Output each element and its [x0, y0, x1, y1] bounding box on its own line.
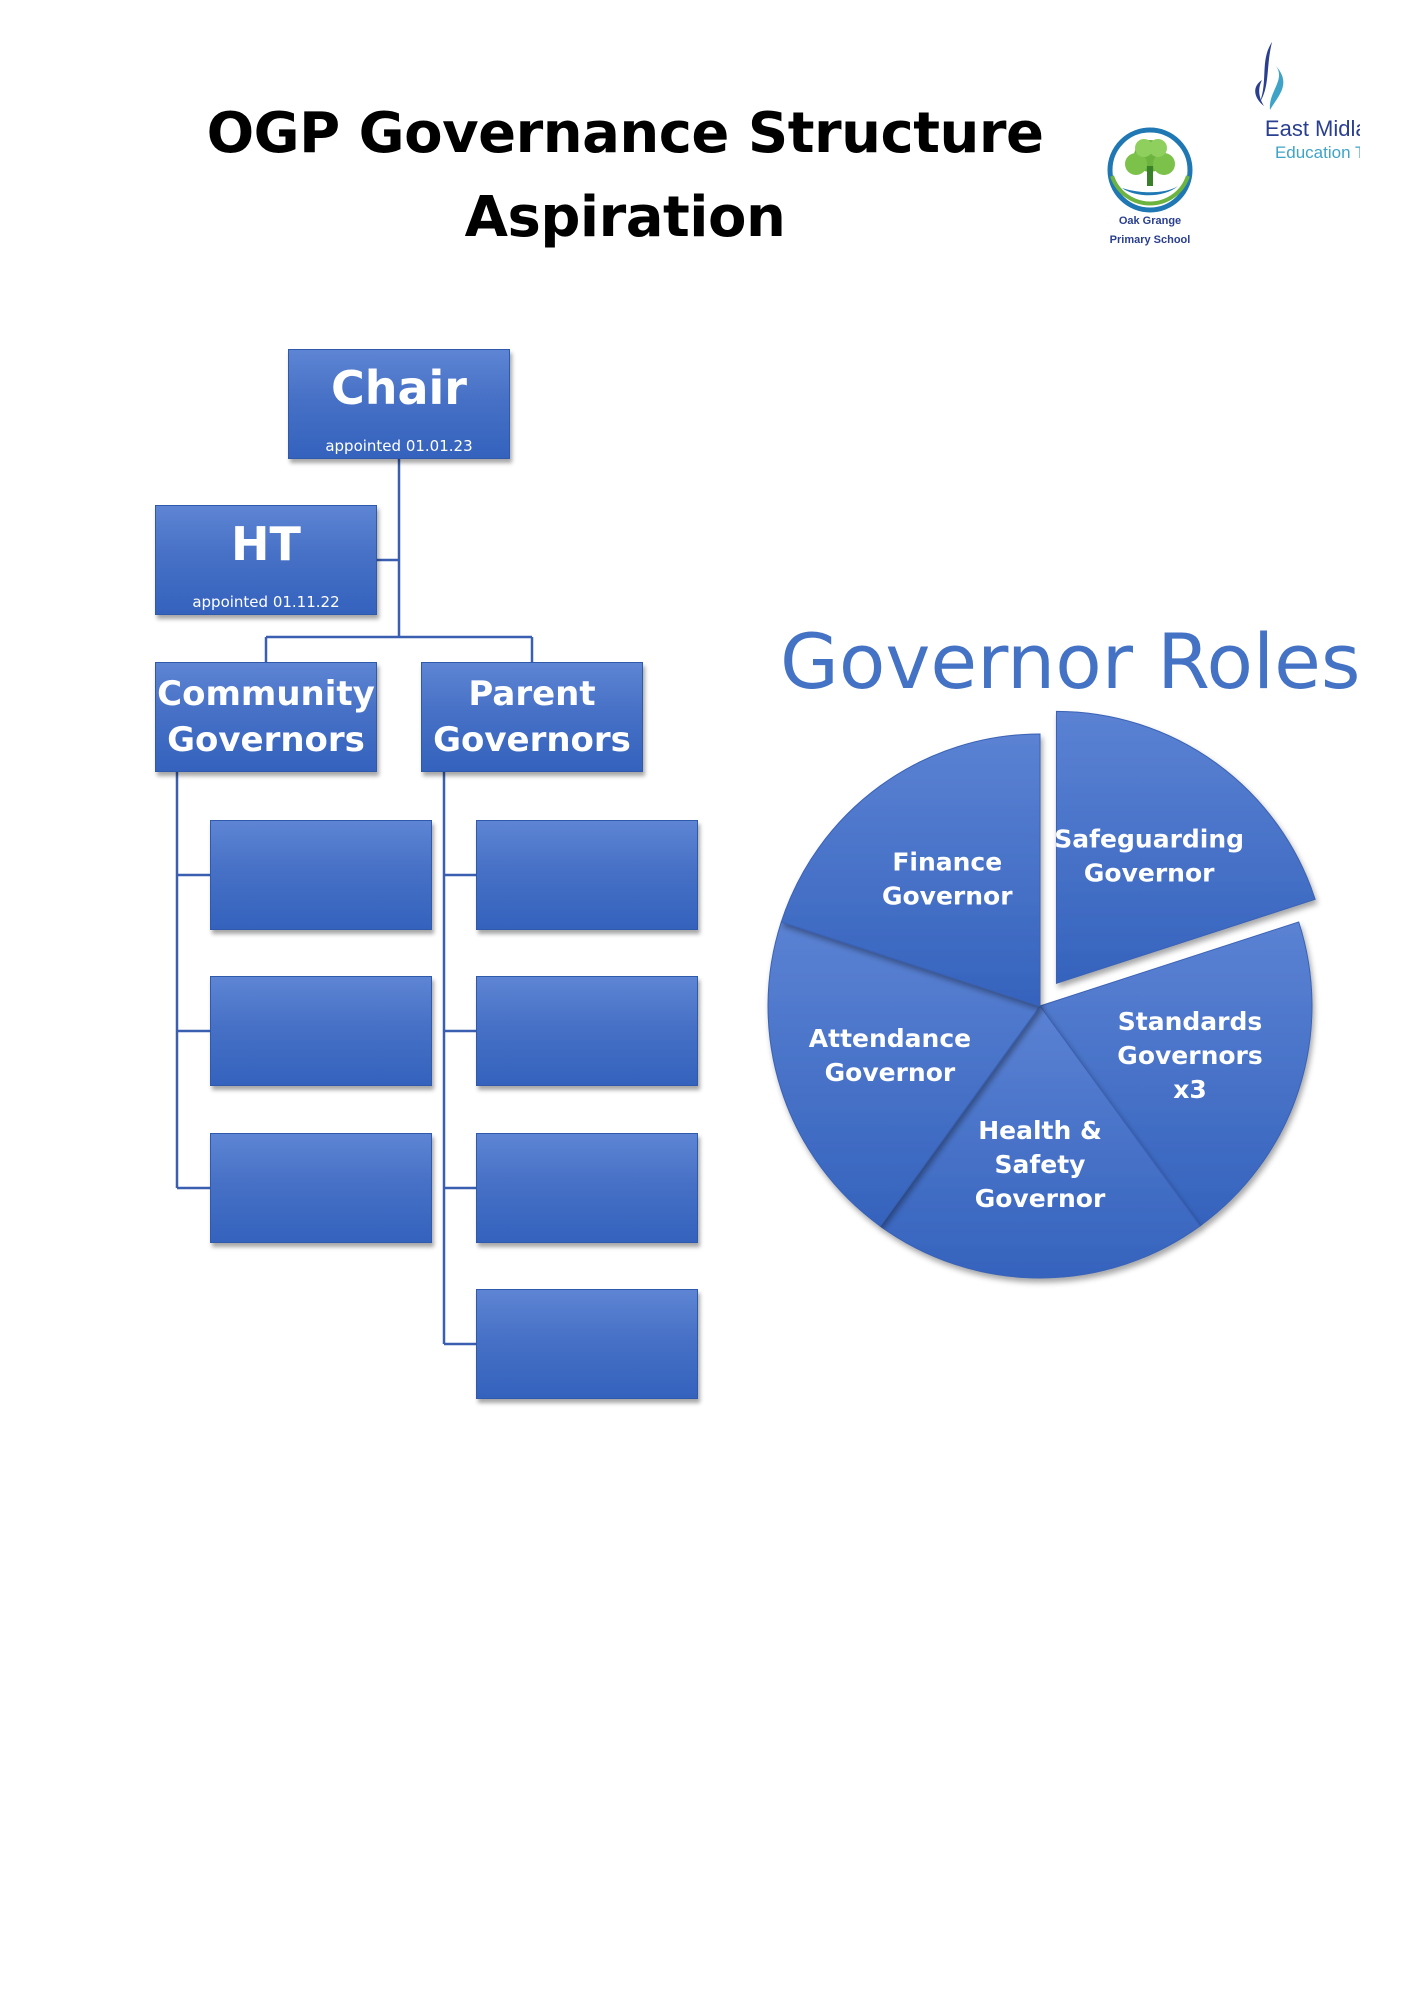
- page-title-line-1: OGP Governance Structure: [206, 101, 1044, 166]
- ht-label: HT: [231, 517, 301, 571]
- pie-slice-3: [879, 1005, 1201, 1279]
- ht-box: HT appointed 01.11.22: [155, 505, 377, 615]
- parent-governor-slot-4: [476, 1289, 698, 1399]
- school-name-line-1: Oak Grange: [1119, 215, 1181, 227]
- community-governor-slot-1: [210, 820, 432, 930]
- parent-governor-slot-1: [476, 820, 698, 930]
- community-governors-box: Community Governors: [155, 662, 377, 772]
- page-title: OGP Governance Structure Aspiration: [180, 92, 1070, 260]
- pie-slice-1: [1055, 710, 1316, 985]
- ht-appointed: appointed 01.11.22: [192, 593, 340, 611]
- community-governor-slot-3: [210, 1133, 432, 1243]
- parent-governors-label: Parent Governors: [433, 674, 631, 760]
- parent-governors-box: Parent Governors: [421, 662, 643, 772]
- oak-grange-tree-icon: [1107, 127, 1193, 213]
- chair-box: Chair appointed 01.01.23: [288, 349, 510, 459]
- east-midlands-logo-icon: [1255, 42, 1284, 110]
- community-governors-label: Community Governors: [157, 674, 375, 760]
- parent-governor-slot-2: [476, 976, 698, 1086]
- chair-appointed: appointed 01.01.23: [325, 437, 473, 455]
- pie-slice-5: [780, 733, 1041, 1007]
- community-governor-slot-2: [210, 976, 432, 1086]
- pie-slice-4: [767, 921, 1041, 1227]
- chair-label: Chair: [330, 361, 467, 415]
- page-title-line-2: Aspiration: [464, 185, 786, 250]
- governor-roles-title: Governor Roles: [780, 617, 1361, 706]
- parent-governor-slot-3: [476, 1133, 698, 1243]
- school-name-line-2: Primary School: [1110, 234, 1191, 246]
- pie-slice-2: [1039, 921, 1313, 1227]
